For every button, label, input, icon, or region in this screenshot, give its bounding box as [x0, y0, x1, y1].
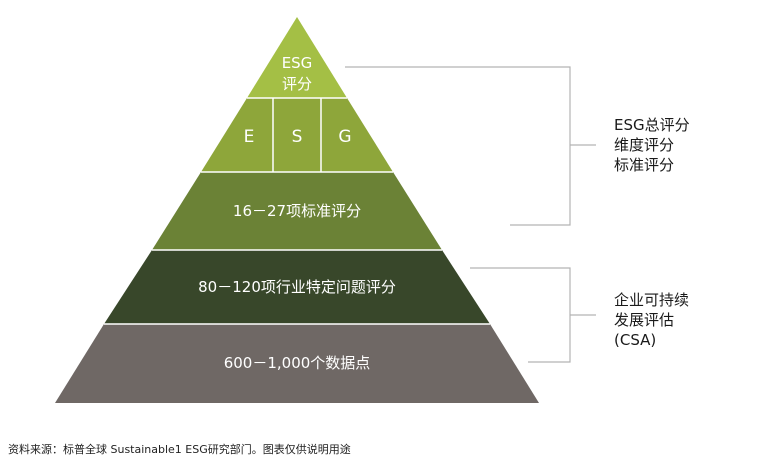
upper-bracket-line1: ESG总评分	[614, 116, 690, 134]
pyramid-level-esg-score	[247, 17, 347, 98]
datapoints-label: 600－1,000个数据点	[224, 354, 371, 372]
upper-bracket-line3: 标准评分	[614, 156, 674, 174]
pyramid-level-questions	[104, 250, 490, 324]
bracket-lines	[345, 66, 596, 363]
pyramid-level-dimensions	[201, 98, 393, 172]
source-note: 资料来源：标普全球 Sustainable1 ESG研究部门。图表仅供说明用途	[8, 443, 351, 456]
esg-score-label-line2: 评分	[282, 75, 312, 93]
esg-score-label-line1: ESG	[282, 54, 313, 72]
pyramid-separators	[104, 97, 490, 325]
lower-bracket-line3: (CSA)	[614, 331, 656, 349]
pyramid-level-datapoints	[55, 324, 539, 403]
dimension-s-label: S	[292, 127, 303, 147]
dimension-e-label: E	[244, 127, 255, 147]
lower-bracket-line2: 发展评估	[614, 311, 674, 329]
questions-label: 80－120项行业特定问题评分	[198, 278, 396, 296]
lower-bracket-line1: 企业可持续	[614, 291, 689, 309]
dimension-g-label: G	[338, 127, 351, 147]
upper-bracket-line2: 维度评分	[614, 136, 674, 154]
criteria-label: 16－27项标准评分	[233, 202, 361, 220]
pyramid-level-criteria	[152, 172, 442, 250]
